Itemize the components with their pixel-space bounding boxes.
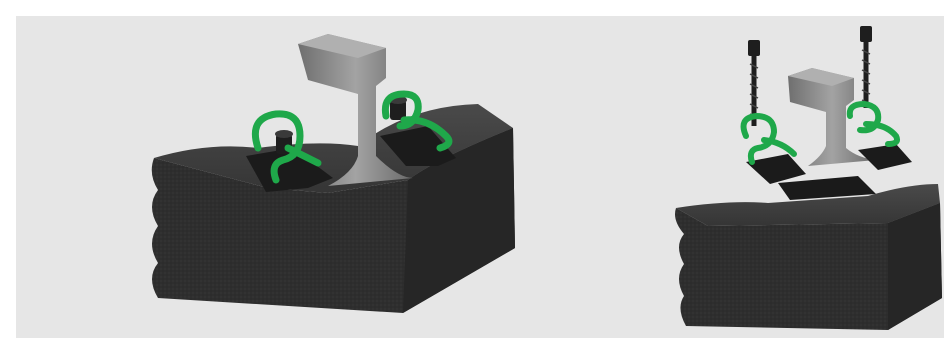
guide-plate-left-exploded [746, 154, 806, 184]
exploded-rail-fastening [675, 26, 942, 330]
tension-clip-right-exploded [850, 104, 897, 144]
guide-plate-right-exploded [858, 144, 912, 170]
figure-frame [0, 0, 944, 338]
sleeper-side-exploded [888, 203, 942, 330]
screw-right-exploded [860, 26, 872, 108]
assembled-rail-fastening [152, 34, 515, 313]
illustration-canvas [8, 8, 944, 346]
rail-pad [778, 176, 876, 200]
